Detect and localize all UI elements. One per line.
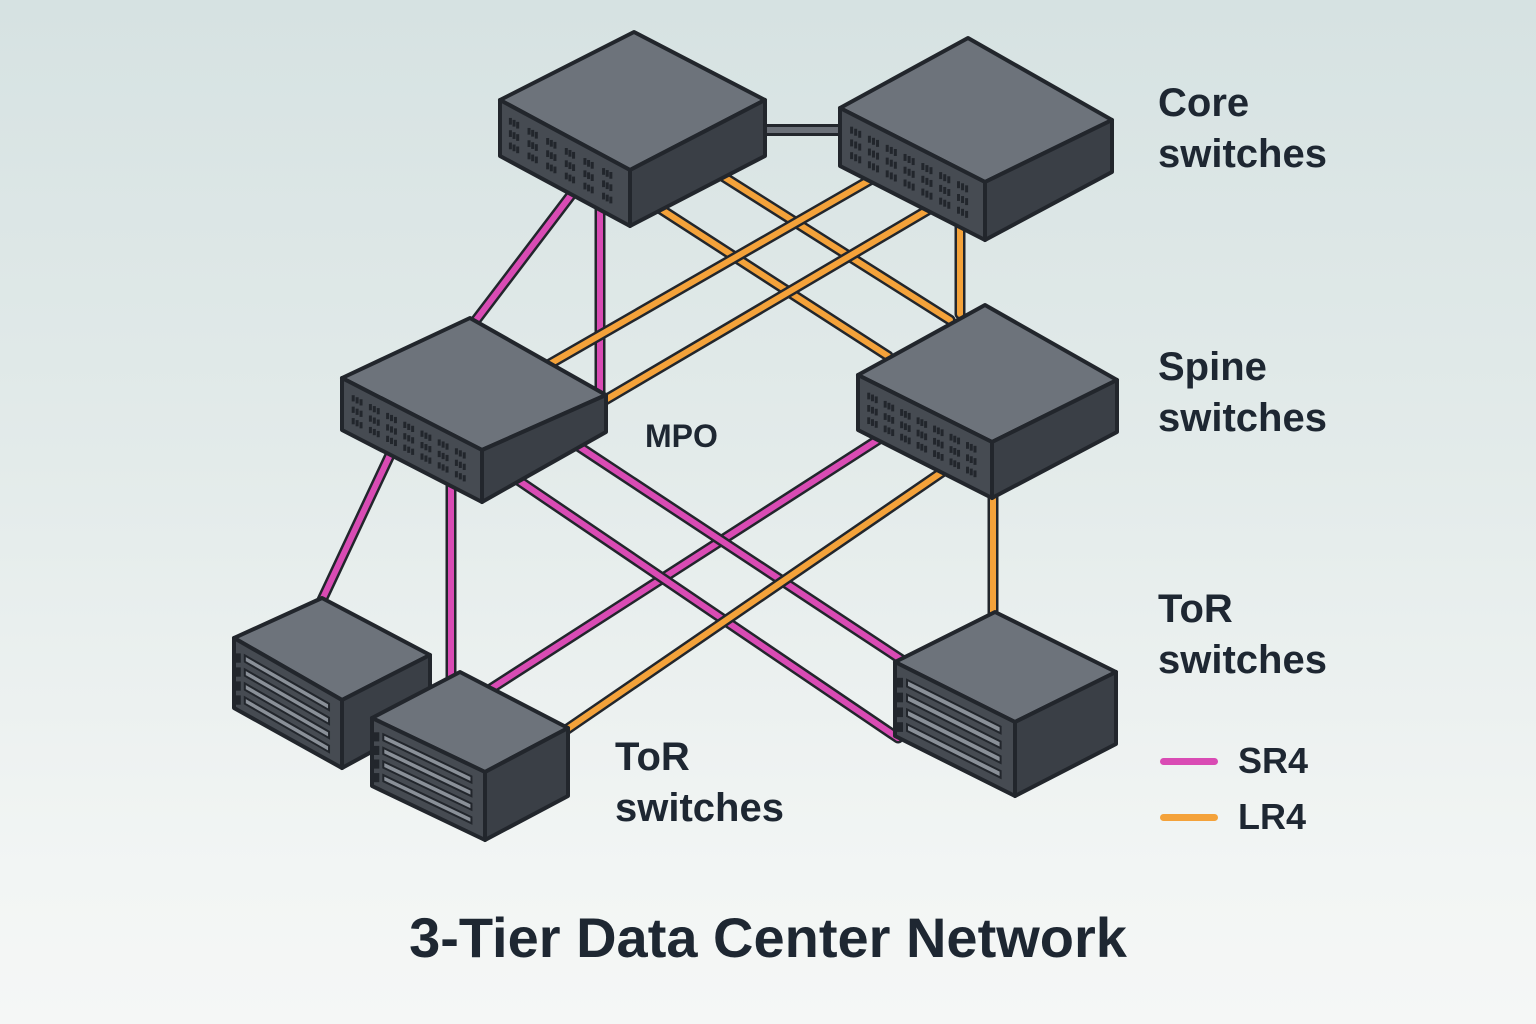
tier-label-tor: ToR switches — [1158, 584, 1327, 686]
status-led-icon — [234, 695, 241, 705]
switches-layer — [232, 30, 1119, 842]
tier-label-tor-bottom: ToR switches — [615, 732, 784, 834]
status-led-icon — [234, 681, 241, 691]
drive-bay — [906, 722, 1002, 780]
core-switch-1[interactable] — [498, 30, 767, 228]
connector-label-mpo: MPO — [645, 418, 718, 454]
drive-bays-icon — [897, 677, 1002, 780]
status-led-icon — [234, 653, 241, 663]
legend-item-lr4: LR4 — [1160, 796, 1306, 838]
drive-bays-icon — [373, 732, 473, 825]
drive-bay — [243, 653, 331, 712]
tier-label-tor-bottom-line2: switches — [615, 786, 784, 830]
drive-bay — [906, 678, 1002, 735]
drive-bay — [243, 695, 331, 754]
drive-bay — [243, 667, 331, 726]
tier-label-tor-bottom-line1: ToR — [615, 735, 690, 779]
tier-label-spine: Spine switches — [1158, 342, 1327, 444]
legend-item-sr4: SR4 — [1160, 740, 1308, 782]
link-sr4 — [316, 172, 911, 744]
link-lr4 — [542, 166, 999, 736]
status-led-icon — [897, 692, 903, 703]
port-grid-icon — [850, 126, 969, 218]
tier-label-tor-line1: ToR — [1158, 587, 1233, 631]
tor-switch-2[interactable] — [370, 670, 570, 842]
status-led-icon — [897, 677, 903, 688]
port-grid-icon — [351, 395, 466, 482]
status-led-icon — [373, 759, 380, 769]
status-led-icon — [373, 745, 380, 755]
spine-switch-2[interactable] — [856, 303, 1119, 500]
port-grid-icon — [508, 117, 613, 204]
tier-label-core-line1: Core — [1158, 81, 1250, 125]
tier-label-spine-line2: switches — [1158, 396, 1327, 440]
legend-label-sr4: SR4 — [1238, 740, 1309, 781]
tier-label-tor-line2: switches — [1158, 638, 1327, 682]
status-led-icon — [373, 773, 380, 783]
status-led-icon — [897, 722, 903, 732]
drive-bay — [382, 746, 473, 798]
links-layer — [316, 124, 999, 744]
drive-bay — [382, 773, 473, 825]
tier-label-core-line2: switches — [1158, 132, 1327, 176]
diagram-title: 3-Tier Data Center Network — [409, 906, 1127, 969]
core-switch-2[interactable] — [838, 36, 1114, 242]
tier-label-spine-line1: Spine — [1158, 345, 1267, 389]
drive-bays-icon — [234, 653, 331, 754]
tier-label-core: Core switches — [1158, 78, 1327, 180]
drive-bay — [906, 707, 1002, 765]
status-led-icon — [897, 707, 903, 718]
legend-label-lr4: LR4 — [1238, 796, 1307, 837]
spine-switch-1[interactable] — [340, 316, 608, 504]
drive-bay — [906, 693, 1002, 750]
legend-swatch-lr4 — [1160, 813, 1218, 821]
status-led-icon — [234, 667, 241, 677]
drive-bay — [243, 681, 331, 740]
status-led-icon — [373, 732, 380, 742]
tor-switch-3[interactable] — [893, 610, 1118, 798]
legend-swatch-sr4 — [1160, 757, 1218, 765]
port-grid-icon — [867, 392, 977, 478]
drive-bay — [382, 759, 473, 812]
drive-bay — [382, 732, 473, 785]
